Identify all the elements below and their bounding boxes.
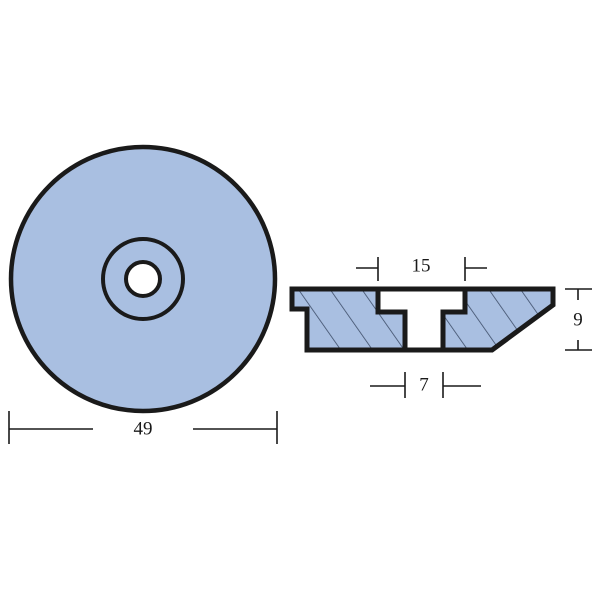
dimension-label-15: 15 bbox=[412, 255, 431, 276]
dimension-label-9: 9 bbox=[573, 309, 583, 330]
section-upper-recess bbox=[378, 289, 465, 312]
inner-ring-circle bbox=[101, 237, 185, 321]
dimension-15-group bbox=[356, 257, 487, 281]
front-view-group bbox=[8, 144, 278, 444]
center-bore-circle bbox=[124, 260, 162, 298]
section-view-group bbox=[289, 257, 592, 398]
dimension-9-group bbox=[565, 288, 592, 351]
section-body-outline bbox=[289, 286, 556, 353]
section-cavity-outline bbox=[375, 289, 468, 353]
section-lower-bore bbox=[405, 312, 443, 350]
dimension-label-7: 7 bbox=[419, 374, 429, 395]
dimension-label-49: 49 bbox=[134, 418, 153, 439]
dimension-7-group bbox=[370, 372, 481, 398]
dimension-49-group bbox=[8, 411, 278, 444]
